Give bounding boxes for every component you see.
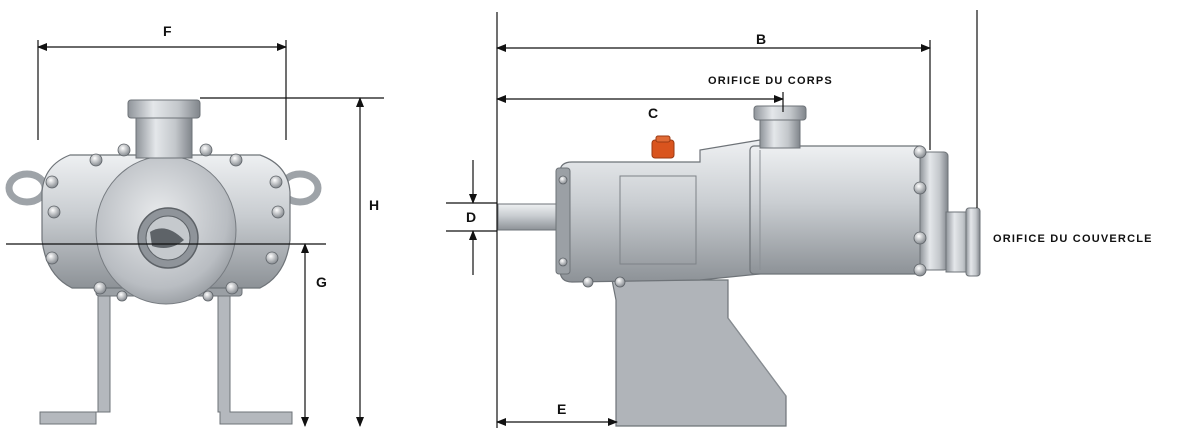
front-rotor-visible xyxy=(150,228,184,248)
gearbox-end-plate xyxy=(555,167,571,275)
pump-stand-legs xyxy=(39,289,293,425)
drive-shaft xyxy=(497,203,563,231)
body-port-label: ORIFICE DU CORPS xyxy=(708,75,833,87)
dimension-label-g: G xyxy=(316,274,327,290)
pump-front-view xyxy=(5,99,322,425)
cover-port-label: ORIFICE DU COUVERCLE xyxy=(993,233,1153,245)
dimension-label-b: B xyxy=(756,31,766,47)
body-port-flange xyxy=(753,105,807,121)
front-bolts xyxy=(45,143,285,302)
dimension-label-e: E xyxy=(557,401,566,417)
pump-side-stand xyxy=(611,279,787,427)
dimension-lines xyxy=(6,10,978,428)
side-bolts xyxy=(558,145,927,288)
gearbox-panel xyxy=(619,175,697,265)
front-cover xyxy=(919,151,949,271)
front-top-port-neck xyxy=(135,117,193,159)
breather-cap xyxy=(651,139,675,159)
cover-port-flange xyxy=(965,207,981,277)
pump-side-view xyxy=(497,105,981,427)
gearbox-housing xyxy=(559,139,761,283)
rotor-casing xyxy=(749,145,925,275)
body-port-neck xyxy=(759,117,801,149)
dimension-label-c: C xyxy=(648,105,658,121)
dimension-label-h: H xyxy=(369,197,379,213)
front-top-port-flange xyxy=(127,99,201,119)
lifting-eye-left xyxy=(5,170,49,206)
dimension-label-d: D xyxy=(466,209,476,225)
dimension-label-f: F xyxy=(163,23,172,39)
